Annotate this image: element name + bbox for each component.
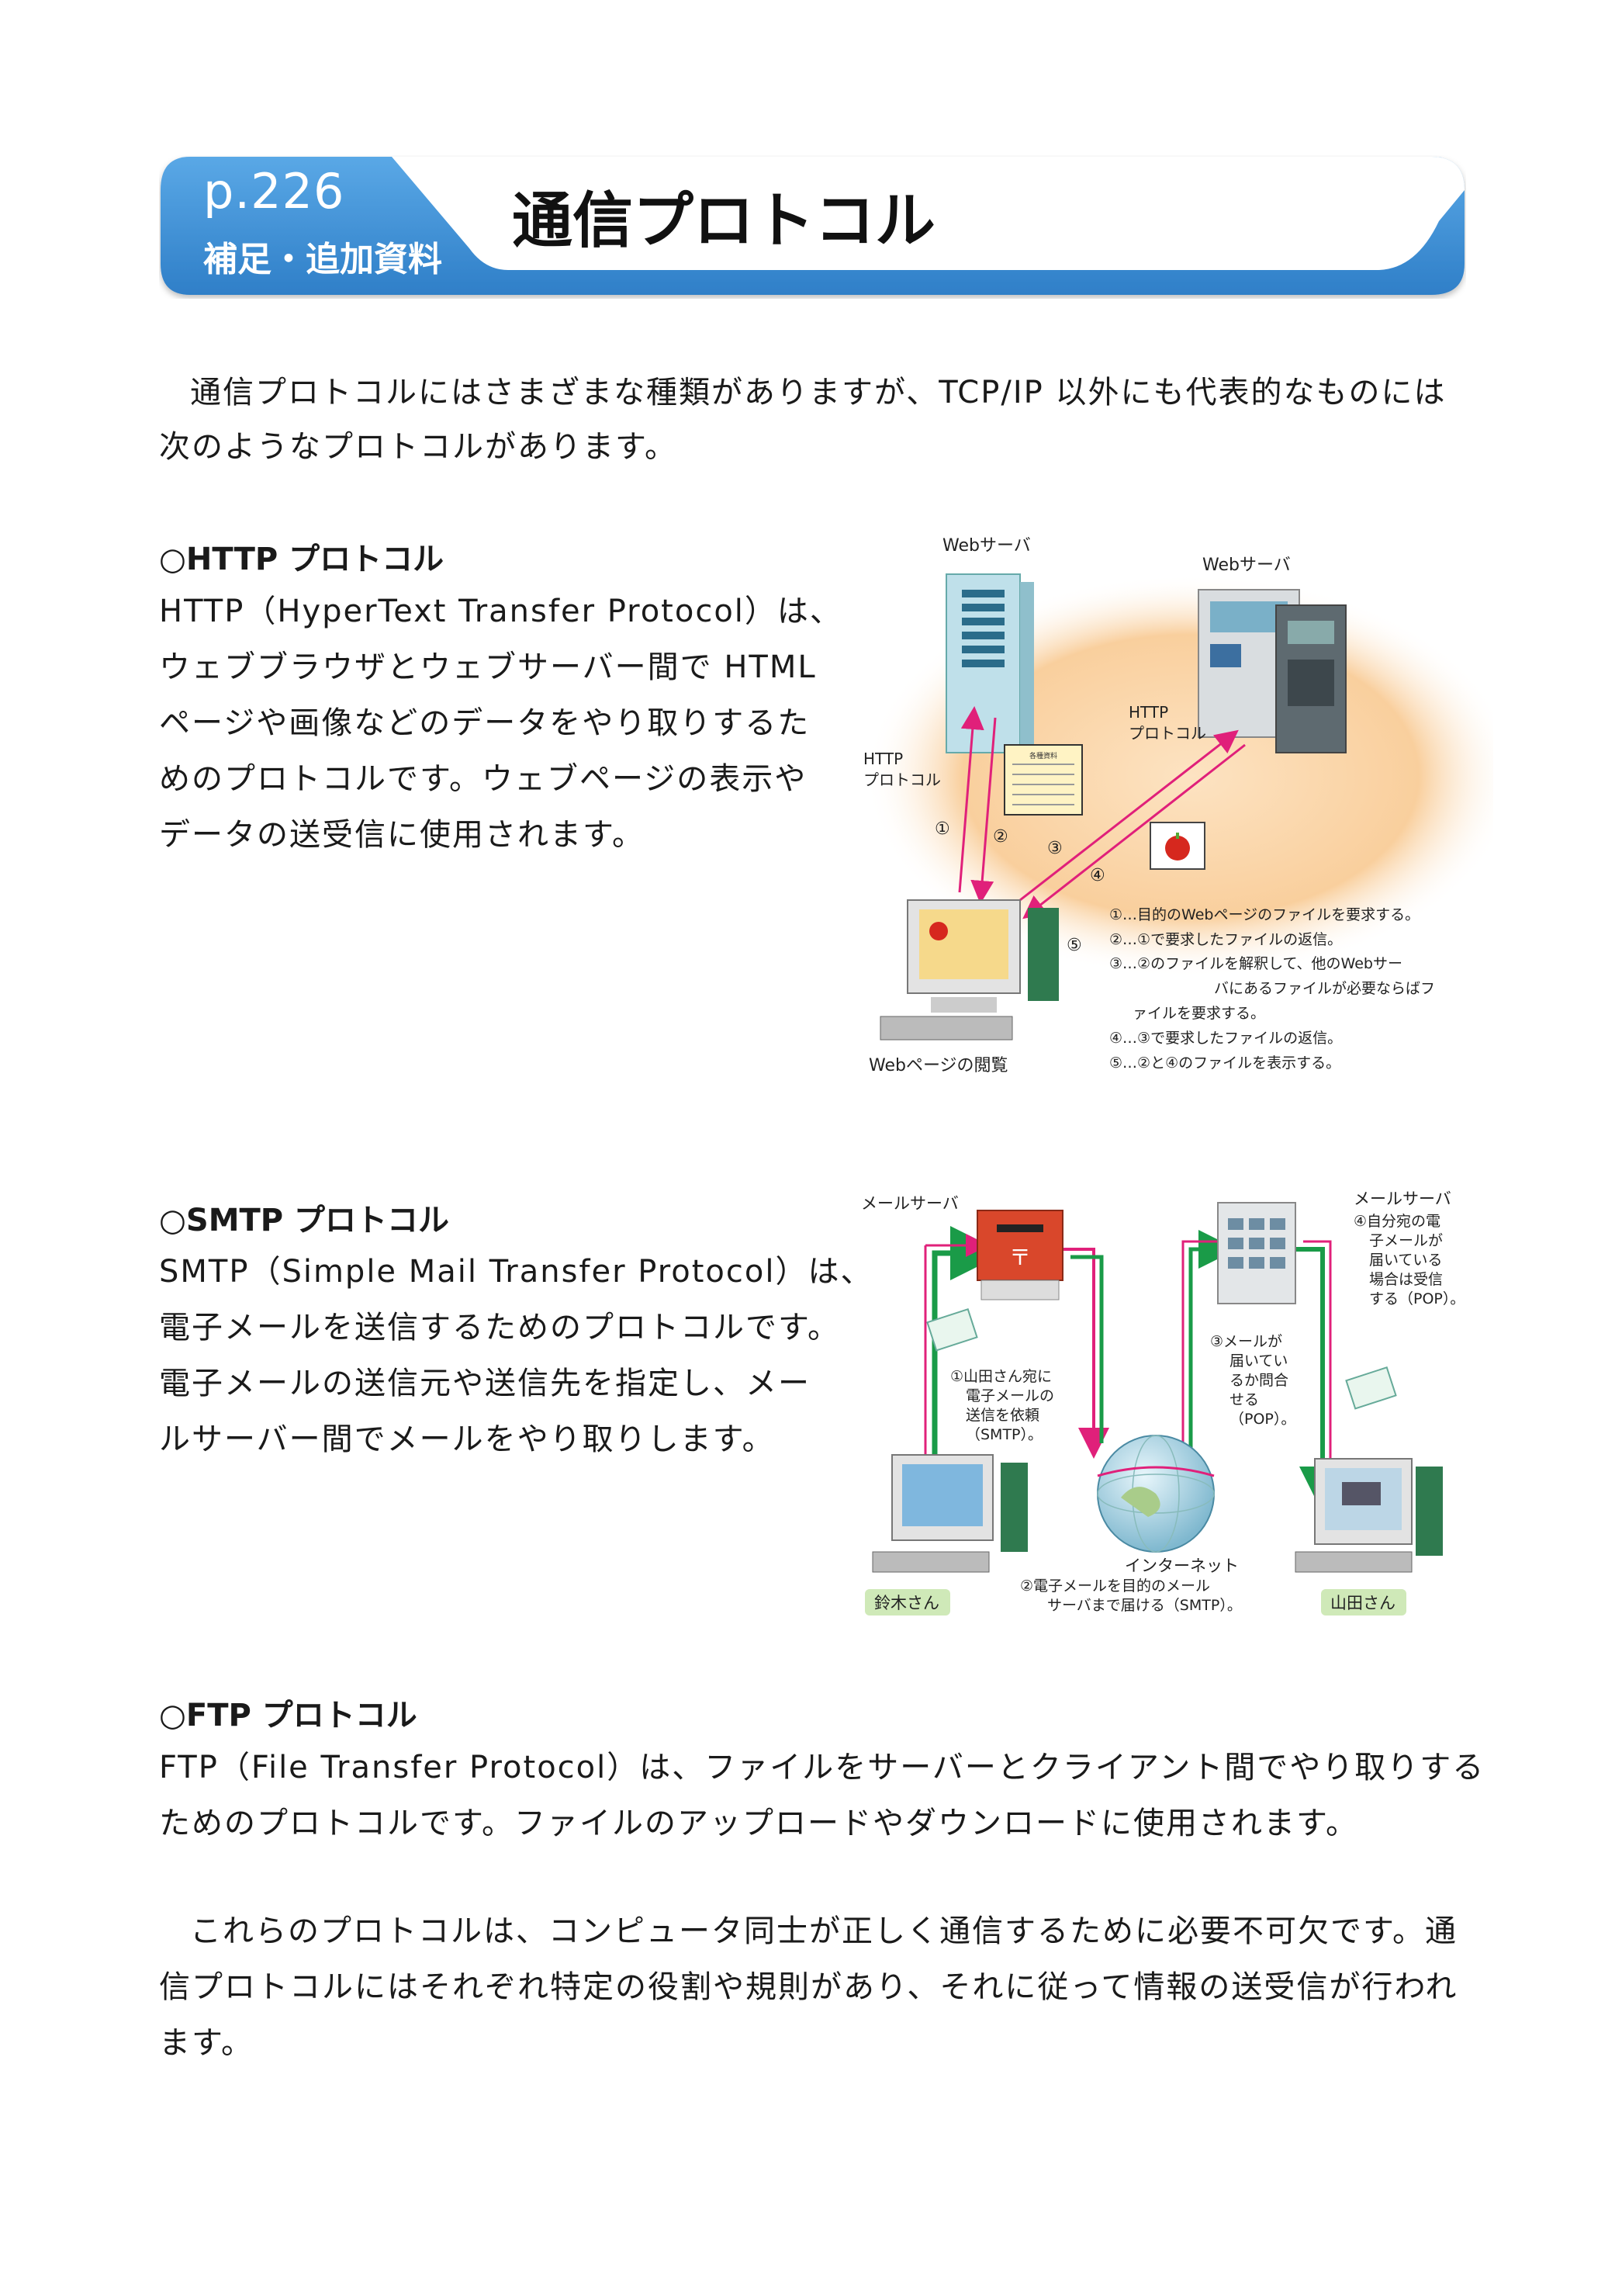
svg-text:〒: 〒 — [1009, 1245, 1031, 1270]
closing-line-2: 信プロトコルにはそれぞれ特定の役割や規則があり、それに従って情報の送受信が行われ — [159, 1969, 1458, 2005]
http-line-3: ページや画像などのデータをやり取りするた — [159, 705, 811, 741]
smtp-diagram: 〒 メールサーバ メールサーバ ①山田さん宛に 電子メールの 送信を依頼 （SM… — [857, 1187, 1493, 1622]
web-server-left-icon — [946, 573, 1034, 753]
http-diagram: Webサーバ Webサーバ HTTP プロトコル HTTP プロトコル 各種資料 — [857, 528, 1517, 1086]
http-label-right-2: プロトコル — [1129, 724, 1206, 743]
arrow-1 — [958, 706, 984, 893]
svg-text:③メールが: ③メールが — [1210, 1333, 1282, 1350]
receiver-tag — [1321, 1589, 1406, 1616]
svg-text:届いている: 届いている — [1369, 1252, 1442, 1269]
http-line-2: ウェブブラウザとウェブサーバー間で HTML — [159, 649, 817, 685]
smtp-heading: ○SMTP プロトコル — [159, 1203, 450, 1238]
smtp-line-2: 電子メールを送信するためのプロトコルです。 — [159, 1310, 840, 1345]
sender-tag — [865, 1589, 950, 1616]
svg-text:電子メールの: 電子メールの — [966, 1387, 1054, 1404]
svg-text:②電子メールを目的のメール: ②電子メールを目的のメール — [1020, 1577, 1210, 1595]
smtp-line-4: ルサーバー間でメールをやり取りします。 — [159, 1422, 775, 1457]
ftp-line-2: ためのプロトコルです。ファイルのアップロードやダウンロードに使用されます。 — [159, 1806, 1358, 1841]
document-icon: 各種資料 — [1004, 744, 1083, 816]
svg-text:①…目的のWebページのファイルを要求する。: ①…目的のWebページのファイルを要求する。 — [1109, 906, 1420, 923]
mail-server-right-icon — [1217, 1202, 1296, 1304]
svg-text:（POP）。: （POP）。 — [1229, 1411, 1295, 1428]
server-right-label: Webサーバ — [1202, 556, 1291, 575]
svg-text:場合は受信: 場合は受信 — [1369, 1271, 1443, 1288]
svg-text:ァイルを要求する。: ァイルを要求する。 — [1133, 1005, 1265, 1022]
image-apple-icon — [1150, 822, 1205, 870]
svg-text:①山田さん宛に: ①山田さん宛に — [950, 1368, 1052, 1385]
num-3: ③ — [1047, 839, 1063, 858]
num-5: ⑤ — [1067, 936, 1082, 955]
svg-text:（SMTP）。: （SMTP）。 — [966, 1426, 1043, 1443]
arrow-3 — [1019, 729, 1239, 902]
svg-text:する（POP）。: する（POP）。 — [1369, 1290, 1465, 1307]
http-label-right-1: HTTP — [1129, 703, 1168, 722]
envelope-left-icon — [926, 1308, 978, 1352]
svg-text:送信を依頼: 送信を依頼 — [966, 1407, 1039, 1424]
http-line-4: めのプロトコルです。ウェブページの表示や — [159, 761, 808, 797]
closing-line-3: ます。 — [159, 2025, 254, 2061]
http-line-1: HTTP（HyperText Transfer Protocol）は、 — [159, 594, 842, 629]
svg-text:④自分宛の電: ④自分宛の電 — [1354, 1213, 1440, 1230]
num-2: ② — [993, 827, 1008, 847]
mail-server-left-icon: 〒 — [977, 1210, 1063, 1300]
sender-computer-icon — [872, 1454, 1028, 1573]
smtp-step-1: ①山田さん宛に 電子メールの 送信を依頼 （SMTP）。 — [950, 1368, 1054, 1443]
http-legend: ①…目的のWebページのファイルを要求する。 ②…①で要求したファイルの返信。 … — [1109, 906, 1435, 1072]
ftp-heading: ○FTP プロトコル — [159, 1698, 417, 1733]
internet-label: インターネット — [1125, 1557, 1239, 1575]
smtp-step-3: ③メールが 届いてい るか問合 せる （POP）。 — [1210, 1333, 1295, 1428]
svg-text:るか問合: るか問合 — [1229, 1372, 1288, 1389]
svg-text:届いてい: 届いてい — [1229, 1352, 1288, 1370]
receiver-computer-icon — [1295, 1458, 1443, 1573]
client-label: Webページの閲覧 — [869, 1056, 1008, 1075]
http-label-left-1: HTTP — [863, 750, 903, 768]
svg-text:④…③で要求したファイルの返信。: ④…③で要求したファイルの返信。 — [1109, 1030, 1342, 1047]
svg-text:⑤…②と④のファイルを表示する。: ⑤…②と④のファイルを表示する。 — [1109, 1054, 1340, 1072]
http-label-left-2: プロトコル — [863, 771, 941, 789]
svg-text:③…②のファイルを解釈して、他のWebサー: ③…②のファイルを解釈して、他のWebサー — [1109, 955, 1402, 972]
smtp-line-3: 電子メールの送信元や送信先を指定し、メー — [159, 1366, 811, 1401]
server-left-label: Webサーバ — [942, 536, 1031, 556]
web-server-right-icon — [1198, 589, 1347, 753]
svg-text:各種資料: 各種資料 — [1029, 751, 1057, 760]
page-header-banner — [159, 155, 1466, 299]
intro-line-1: 通信プロトコルにはさまざまな種類がありますが、TCP/IP 以外にも代表的なもの… — [190, 375, 1447, 410]
http-line-5: データの送受信に使用されます。 — [159, 817, 645, 853]
svg-text:バにあるファイルが必要ならばフ: バにあるファイルが必要ならばフ — [1214, 980, 1435, 997]
page-title: 通信プロトコル — [512, 186, 936, 256]
smtp-step-4: ④自分宛の電 子メールが 届いている 場合は受信 する（POP）。 — [1354, 1213, 1465, 1307]
mail-server-right-label: メールサーバ — [1354, 1190, 1451, 1208]
num-1: ① — [935, 819, 950, 839]
arrow-2 — [970, 717, 997, 904]
num-4: ④ — [1090, 866, 1105, 885]
page-subtitle: 補足・追加資料 — [203, 240, 442, 279]
closing-line-1: これらのプロトコルは、コンピュータ同士が正しく通信するために必要不可欠です。通 — [190, 1913, 1458, 1949]
arrow-4 — [1022, 743, 1246, 919]
http-heading: ○HTTP プロトコル — [159, 542, 444, 577]
sender-label: 鈴木さん — [874, 1594, 939, 1612]
envelope-right-icon — [1345, 1366, 1397, 1410]
smtp-line-1: SMTP（Simple Mail Transfer Protocol）は、 — [159, 1254, 873, 1290]
ftp-line-1: FTP（File Transfer Protocol）は、ファイルをサーバーとク… — [159, 1750, 1485, 1785]
mail-server-left-label: メールサーバ — [861, 1194, 959, 1213]
internet-globe-icon — [1097, 1435, 1215, 1553]
svg-text:サーバまで届ける（SMTP）。: サーバまで届ける（SMTP）。 — [1047, 1597, 1242, 1614]
receiver-label: 山田さん — [1330, 1594, 1395, 1612]
smtp-step-2: ②電子メールを目的のメール サーバまで届ける（SMTP）。 — [1020, 1577, 1242, 1614]
page-number: p.226 — [203, 163, 345, 220]
svg-text:せる: せる — [1229, 1391, 1259, 1408]
svg-text:子メールが: 子メールが — [1369, 1232, 1443, 1249]
client-computer-icon — [880, 899, 1059, 1041]
svg-text:②…①で要求したファイルの返信。: ②…①で要求したファイルの返信。 — [1109, 931, 1342, 948]
intro-line-2: 次のようなプロトコルがあります。 — [159, 429, 677, 465]
